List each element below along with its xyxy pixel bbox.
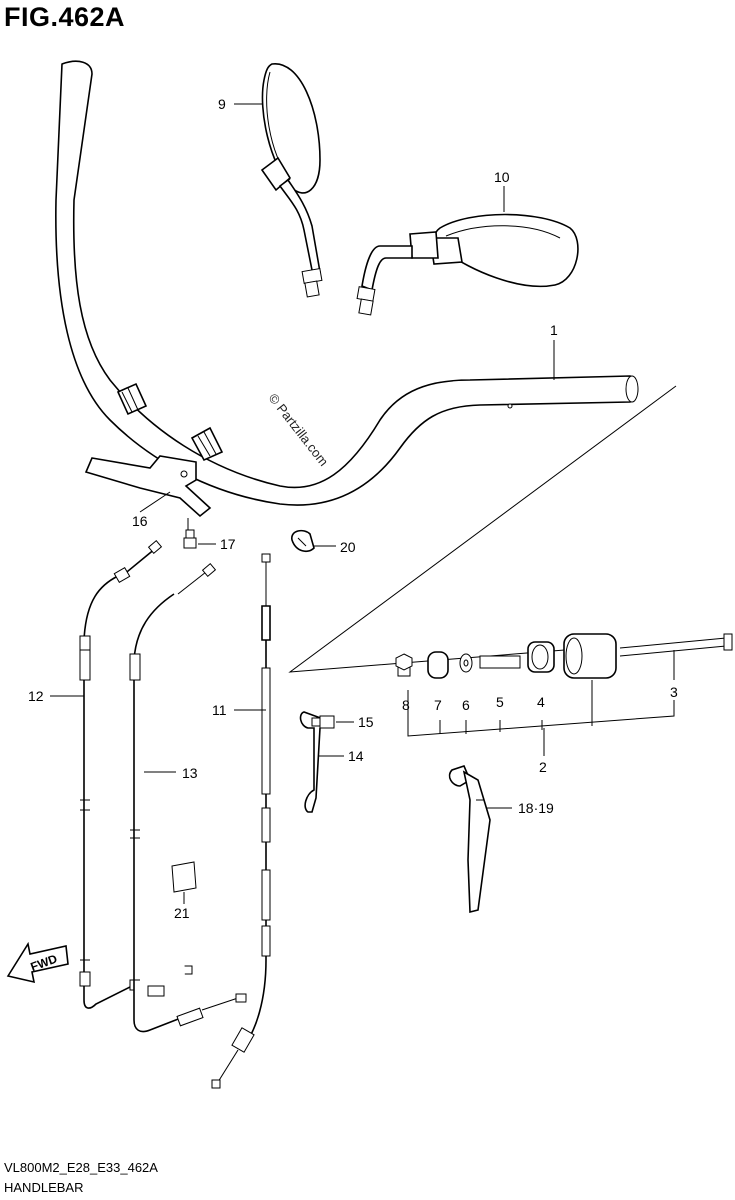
callout-10: 10: [494, 169, 510, 185]
callout-6: 6: [462, 697, 470, 713]
callout-14: 14: [348, 748, 364, 764]
cable-guide-bracket: [84, 455, 212, 536]
bar-end-leaders: [407, 650, 675, 756]
callout-5: 5: [496, 694, 504, 710]
handlebar-tube: [55, 60, 677, 673]
mirror-right: [356, 213, 579, 316]
callout-4: 4: [537, 694, 545, 710]
mirror-left: [260, 63, 323, 298]
washer-6: [459, 653, 473, 673]
callout-12: 12: [28, 688, 44, 704]
label-sticker-21: [171, 861, 197, 893]
bolt-15: [311, 715, 335, 729]
callout-2: 2: [539, 759, 547, 775]
callout-leaders: [50, 103, 555, 904]
callout-3: 3: [670, 684, 678, 700]
callout-16: 16: [132, 513, 148, 529]
weight-2: [563, 633, 617, 679]
figure-caption: HANDLEBAR: [4, 1180, 84, 1195]
throttle-cable-return: [211, 553, 271, 1089]
callout-17: 17: [220, 536, 236, 552]
watermark-text: © Partzilla.com: [266, 391, 332, 469]
forward-direction-arrow: FWD: [6, 941, 69, 984]
callout-8: 8: [402, 697, 410, 713]
callout-18-19: 18·19: [518, 800, 554, 816]
handlebar-band-left: [116, 382, 148, 416]
callout-21: 21: [174, 905, 190, 921]
callout-20: 20: [340, 539, 356, 555]
callout-15: 15: [358, 714, 374, 730]
clamp-20: [291, 529, 315, 553]
callout-1: 1: [550, 322, 558, 338]
rubber-4: [527, 641, 555, 673]
callout-13: 13: [182, 765, 198, 781]
bar-end-cap-7: [427, 651, 449, 679]
spacer-5: [479, 655, 521, 669]
figure-title: FIG.462A: [4, 2, 126, 32]
callout-9: 9: [218, 96, 226, 112]
handlebar-band-right: [190, 426, 224, 462]
callout-11: 11: [212, 702, 227, 718]
cable-tie: [448, 765, 491, 914]
bar-end-bolt-8: [395, 653, 413, 677]
throttle-cable-pull: [129, 563, 247, 1033]
callout-7: 7: [434, 697, 442, 713]
callout-numbers: 1 9 10 16 17 20 12 11 13 15 14 21 8 7 6 …: [28, 96, 678, 921]
figure-code: VL800M2_E28_E33_462A: [4, 1160, 158, 1175]
clutch-cable: [79, 540, 193, 1009]
bolt-17: [183, 529, 197, 549]
long-bolt-3: [619, 633, 733, 657]
